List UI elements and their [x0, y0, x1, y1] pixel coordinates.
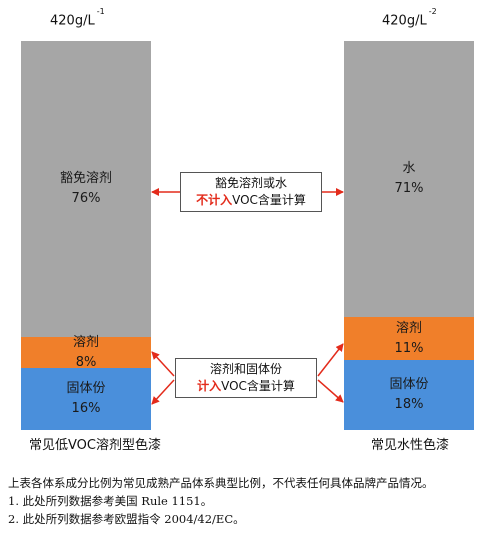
left-voc-limit-label: 420g/L-1 — [50, 7, 105, 29]
bottom-left-upper-arrow — [151, 351, 175, 377]
right-voc-limit-label: 420g/L-2 — [382, 7, 437, 29]
right-solvent-percent: 11% — [394, 340, 424, 356]
left-solvent-segment — [21, 337, 151, 368]
right-solvent-name: 溶剂 — [395, 320, 422, 336]
note-2: 2. 此处所列数据参考欧盟指令 2004/42/EC。 — [8, 512, 245, 526]
left-solids-percent: 16% — [71, 401, 101, 416]
left-solvent-name: 溶剂 — [72, 334, 99, 350]
right-solids-name: 固体份 — [389, 377, 429, 392]
counted-callout-box: 溶剂和固体份 计入VOC含量计算 — [175, 358, 317, 398]
left-solvent-percent: 8% — [75, 354, 97, 370]
right-water-segment — [344, 41, 474, 317]
exempt-callout-line1: 豁免溶剂或水 — [214, 176, 287, 190]
left-solids-segment — [21, 368, 151, 430]
right-solids-segment — [344, 360, 474, 430]
exempt-callout-line2: 不计入VOC含量计算 — [181, 192, 321, 209]
left-solvent-label: 溶剂 8% — [21, 333, 151, 373]
left-voc-limit-value: 420g/L — [50, 13, 95, 29]
left-solids-label: 固体份 16% — [21, 379, 151, 419]
left-exempt-solvent-segment — [21, 41, 151, 337]
left-column-caption: 常见低VOC溶剂型色漆 — [29, 438, 161, 453]
bottom-right-lower-arrow — [317, 379, 344, 403]
right-water-name: 水 — [402, 161, 416, 176]
left-exempt-solvent-percent: 76% — [71, 191, 101, 206]
note-1: 1. 此处所列数据参考美国 Rule 1151。 — [8, 494, 213, 508]
counted-callout-emphasis: 计入 — [197, 379, 222, 393]
right-solids-label: 固体份 18% — [344, 375, 474, 415]
left-stacked-column: 豁免溶剂 76% 溶剂 8% 固体份 16% — [21, 41, 151, 430]
right-water-percent: 71% — [394, 181, 424, 196]
right-voc-limit-value: 420g/L — [382, 13, 427, 29]
right-voc-limit-footnote: -2 — [428, 7, 437, 16]
left-solids-name: 固体份 — [66, 381, 106, 396]
notes-summary: 上表各体系成分比例为常见成熟产品体系典型比例，不代表任何具体品牌产品情况。 — [8, 476, 434, 490]
counted-callout-line2: 计入VOC含量计算 — [176, 378, 316, 395]
notes-block: 上表各体系成分比例为常见成熟产品体系典型比例，不代表任何具体品牌产品情况。 1.… — [8, 474, 496, 528]
counted-callout-line1: 溶剂和固体份 — [209, 362, 282, 376]
left-exempt-solvent-name: 豁免溶剂 — [59, 171, 112, 186]
right-water-label: 水 71% — [344, 159, 474, 199]
right-solvent-segment — [344, 317, 474, 360]
right-stacked-column: 水 71% 溶剂 11% 固体份 18% — [344, 41, 474, 430]
right-solids-percent: 18% — [394, 397, 424, 412]
right-column-caption: 常见水性色漆 — [370, 438, 449, 453]
counted-callout-rest: VOC含量计算 — [221, 379, 295, 393]
bottom-right-upper-arrow — [317, 343, 344, 377]
exempt-callout-rest: VOC含量计算 — [232, 193, 306, 207]
right-solvent-label: 溶剂 11% — [344, 319, 474, 359]
left-voc-limit-footnote: -1 — [96, 7, 105, 16]
bottom-left-lower-arrow — [151, 379, 175, 405]
left-exempt-solvent-label: 豁免溶剂 76% — [21, 169, 151, 209]
exempt-callout-box: 豁免溶剂或水 不计入VOC含量计算 — [180, 172, 322, 212]
exempt-callout-emphasis: 不计入 — [196, 193, 233, 207]
